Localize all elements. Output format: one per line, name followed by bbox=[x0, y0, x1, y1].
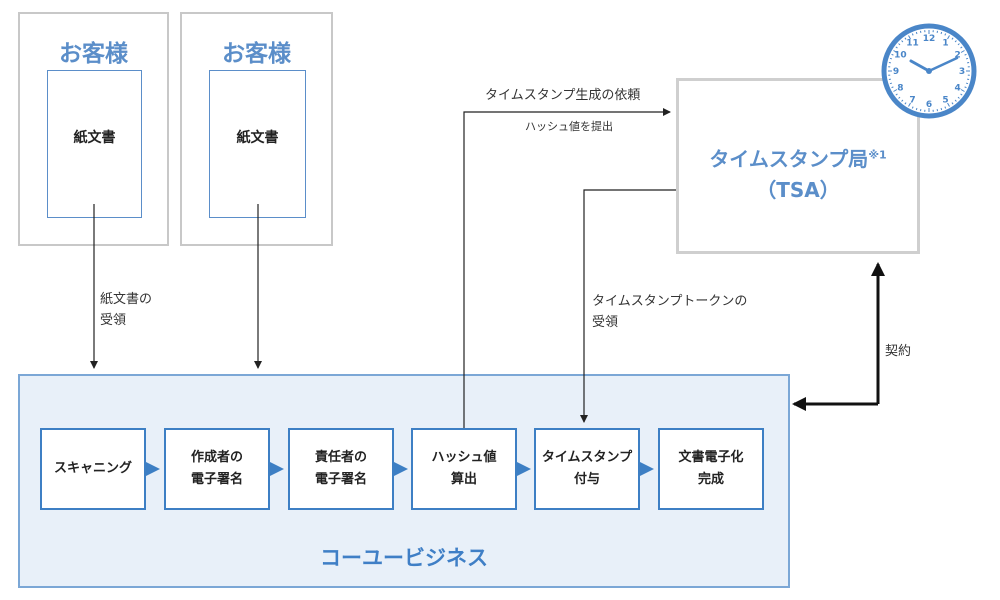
step-hash-calculation: ハッシュ値 算出 bbox=[411, 428, 517, 510]
clock-number: 11 bbox=[906, 38, 919, 48]
clock-tick bbox=[951, 37, 954, 40]
clock-number: 5 bbox=[942, 96, 948, 106]
clock-tick bbox=[954, 40, 957, 43]
clock-number: 1 bbox=[942, 38, 948, 48]
clock-tick bbox=[901, 40, 904, 43]
tsa-title: タイムスタンプ局 bbox=[709, 147, 869, 171]
paper-document-label-1: 紙文書 bbox=[73, 130, 116, 146]
clock-number: 10 bbox=[894, 51, 907, 61]
clock-tick bbox=[901, 99, 904, 102]
clock-tick bbox=[915, 107, 918, 111]
tsa-abbrev: （TSA） bbox=[756, 178, 840, 202]
clock-tick bbox=[960, 50, 965, 53]
clock-tick bbox=[947, 102, 950, 107]
label-token-receipt: タイムスタンプトークンの 受領 bbox=[592, 294, 748, 330]
clock-tick bbox=[898, 96, 901, 99]
step-label: タイムスタンプ 付与 bbox=[541, 449, 633, 487]
clock-tick bbox=[965, 57, 969, 60]
clock-tick bbox=[944, 106, 947, 109]
clock-tick bbox=[964, 86, 967, 89]
label-contract: 契約 bbox=[885, 344, 912, 359]
company-name: コーユービジネス bbox=[320, 546, 488, 570]
clock-tick bbox=[965, 82, 969, 85]
clock-tick bbox=[947, 35, 950, 40]
clock-tick bbox=[944, 33, 947, 36]
clock-tick bbox=[893, 89, 898, 92]
paper-document-label-2: 紙文書 bbox=[236, 130, 279, 146]
clock-tick bbox=[960, 46, 963, 49]
clock-number: 7 bbox=[909, 96, 915, 106]
label-paper-receipt: 紙文書の 受領 bbox=[100, 292, 153, 328]
step-manager-signature: 責任者の 電子署名 bbox=[288, 428, 394, 510]
clock-tick bbox=[889, 82, 893, 85]
clock-tick bbox=[957, 43, 960, 46]
clock-tick bbox=[940, 107, 943, 111]
clock-number: 4 bbox=[954, 84, 960, 94]
step-label: 作成者の 電子署名 bbox=[190, 449, 243, 487]
clock-tick bbox=[960, 89, 965, 92]
clock-tick bbox=[954, 99, 957, 102]
tsa-box: タイムスタンプ局※1 （TSA） bbox=[676, 78, 920, 254]
clock-tick bbox=[904, 102, 907, 105]
tsa-footnote: ※1 bbox=[868, 148, 887, 162]
step-label: 責任者の 電子署名 bbox=[314, 449, 367, 487]
clock-number: 2 bbox=[954, 51, 960, 61]
clock-tick bbox=[911, 106, 914, 109]
clock-number: 12 bbox=[923, 34, 936, 44]
clock-tick bbox=[895, 93, 898, 96]
clock-tick bbox=[964, 53, 967, 56]
clock-tick bbox=[960, 93, 963, 96]
clock-number: 8 bbox=[897, 84, 903, 94]
clock-tick bbox=[915, 31, 918, 35]
clock-tick bbox=[911, 33, 914, 36]
customer-title-2: お客様 bbox=[222, 41, 291, 67]
clock-tick bbox=[957, 96, 960, 99]
clock-tick bbox=[898, 43, 901, 46]
clock-tick bbox=[893, 50, 898, 53]
clock-number: 3 bbox=[959, 67, 965, 77]
clock-number: 9 bbox=[893, 67, 899, 77]
clock-tick bbox=[951, 102, 954, 105]
clock-tick bbox=[908, 102, 911, 107]
step-label: スキャニング bbox=[53, 460, 132, 476]
customer-box-2: お客様 紙文書 bbox=[180, 12, 333, 246]
clock-tick bbox=[895, 46, 898, 49]
clock-icon: 12 12 3 456 78 9 10 11 bbox=[881, 23, 977, 119]
clock-tick bbox=[940, 31, 943, 35]
clock-tick bbox=[908, 35, 911, 40]
clock-number: 6 bbox=[926, 100, 932, 110]
step-digitization-complete: 文書電子化 完成 bbox=[658, 428, 764, 510]
clock-tick bbox=[889, 57, 893, 60]
clock-tick bbox=[891, 53, 894, 56]
customer-title-1: お客様 bbox=[59, 41, 128, 67]
label-ts-request: タイムスタンプ生成の依頼 bbox=[485, 88, 641, 103]
step-label: ハッシュ値 算出 bbox=[431, 449, 497, 487]
step-author-signature: 作成者の 電子署名 bbox=[164, 428, 270, 510]
step-scanning: スキャニング bbox=[40, 428, 146, 510]
label-hash-submit: ハッシュ値を提出 bbox=[525, 120, 613, 133]
clock-tick bbox=[904, 37, 907, 40]
step-timestamp: タイムスタンプ 付与 bbox=[534, 428, 640, 510]
clock-tick bbox=[891, 86, 894, 89]
step-label: 文書電子化 完成 bbox=[678, 449, 744, 487]
